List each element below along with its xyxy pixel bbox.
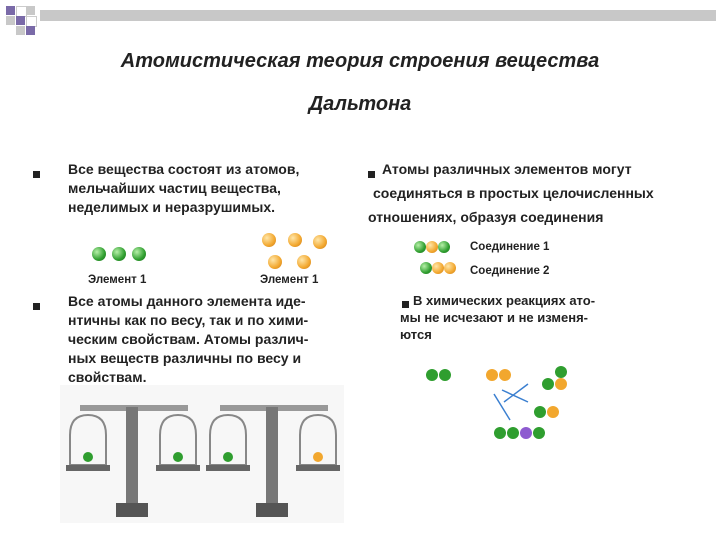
reaction-diagram xyxy=(426,366,567,421)
green-atom xyxy=(542,378,554,390)
page-subtitle: Дальтона xyxy=(308,93,412,115)
green-atom xyxy=(426,369,438,381)
orange-atom xyxy=(444,262,456,274)
orange-atom xyxy=(313,235,327,249)
green-atom xyxy=(438,241,450,253)
bullet-icon xyxy=(368,171,375,178)
postulate-4-line1: В химических реакциях ато- xyxy=(413,293,596,308)
orange-atom xyxy=(268,255,282,269)
reaction-arrow xyxy=(501,389,529,403)
green-atom xyxy=(439,369,451,381)
green-atom xyxy=(223,452,233,462)
orange-atom xyxy=(547,406,559,418)
decor-square xyxy=(26,26,35,35)
postulate-2: Атомы различных элементов могут xyxy=(382,161,632,177)
green-atom xyxy=(534,406,546,418)
orange-atom xyxy=(262,233,276,247)
orange-atom xyxy=(555,378,567,390)
bullet-icon xyxy=(33,303,40,310)
decor-square xyxy=(16,16,25,25)
postulate-4-line3: ются xyxy=(400,327,432,342)
orange-atom xyxy=(313,452,323,462)
orange-atom xyxy=(288,233,302,247)
orange-atom xyxy=(499,369,511,381)
postulate-1: Все вещества состоят из атомов, мельчайш… xyxy=(68,161,300,215)
green-atom xyxy=(112,247,126,261)
orange-atom xyxy=(432,262,444,274)
element-label-right: Элемент 1 xyxy=(260,274,319,286)
element-label-left: Элемент 1 xyxy=(88,274,147,286)
green-atom xyxy=(420,262,432,274)
compound-2-label: Соединение 2 xyxy=(470,265,550,277)
green-atom xyxy=(555,366,567,378)
orange-atom xyxy=(297,255,311,269)
bullet-icon xyxy=(33,171,40,178)
compound-1-label: Соединение 1 xyxy=(470,241,550,253)
reaction-product xyxy=(494,427,545,439)
green-atom xyxy=(132,247,146,261)
postulate-4-line2: мы не исчезают и не изменя- xyxy=(400,310,589,325)
reaction-arrow xyxy=(493,393,511,421)
postulate-2-line2: соединяться в простых целочисленных xyxy=(373,185,654,201)
green-atom xyxy=(83,452,93,462)
decor-square xyxy=(16,26,25,35)
green-atom xyxy=(414,241,426,253)
orange-atom xyxy=(426,241,438,253)
postulate-3: Все атомы данного элемента иде- нтичны к… xyxy=(68,293,309,385)
balance-scales-illustration xyxy=(60,385,344,523)
decor-square xyxy=(6,6,15,15)
decor-square xyxy=(6,16,15,25)
green-atom xyxy=(173,452,183,462)
decor-square xyxy=(26,6,35,15)
orange-atom xyxy=(486,369,498,381)
reaction-arrow xyxy=(503,383,529,403)
postulate-2-line3: отношениях, образуя соединения xyxy=(368,209,604,225)
green-atom xyxy=(92,247,106,261)
page-title: Атомистическая теория строения вещества xyxy=(120,50,600,72)
bullet-icon xyxy=(402,301,409,308)
header-band xyxy=(40,10,716,21)
